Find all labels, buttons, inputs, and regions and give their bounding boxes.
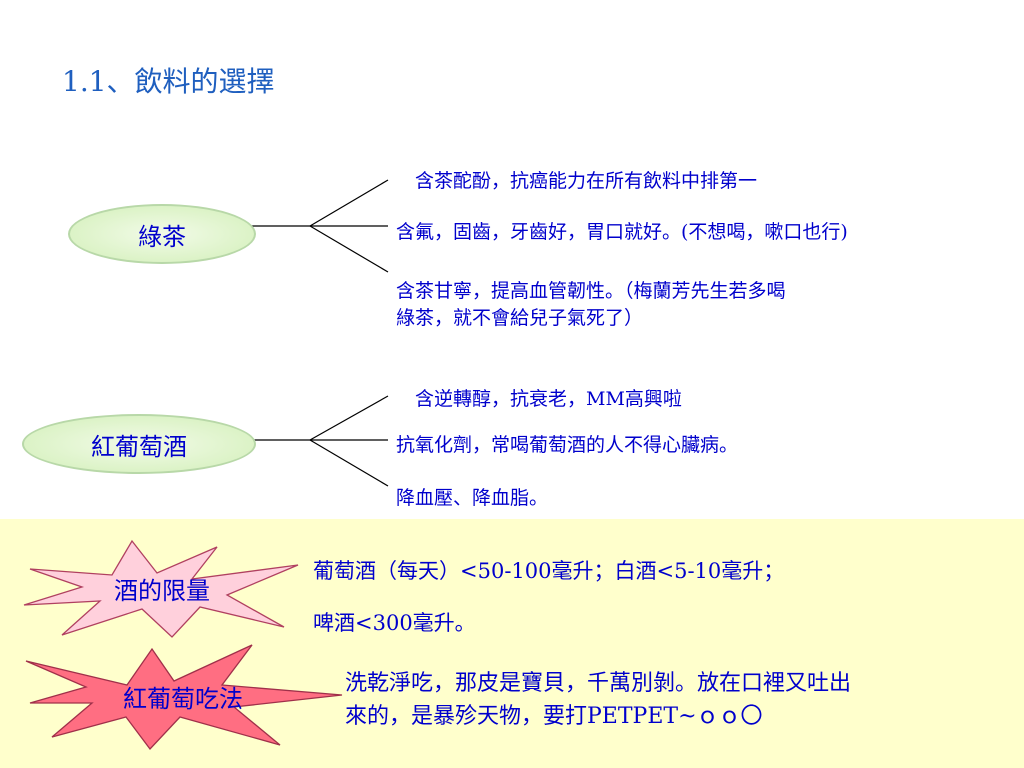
red-wine-oval: 紅葡萄酒	[22, 414, 256, 474]
green-tea-point-2: 含氟，固齒，牙齒好，胃口就好。(不想喝，嗽口也行)	[396, 221, 848, 243]
green-tea-point-1: 含茶酡酚，抗癌能力在所有飲料中排第一	[415, 170, 758, 192]
limit-label: 酒的限量	[114, 576, 210, 605]
limit-starburst-shape	[23, 539, 299, 638]
branch-lines	[250, 179, 389, 487]
grape-eat-starburst-shape	[25, 644, 343, 751]
grape-eat-line-1: 洗乾淨吃，那皮是寶貝，千萬別剝。放在口裡又吐出	[345, 671, 852, 696]
page-title: 1.1、飲料的選擇	[62, 65, 275, 98]
red-wine-point-2: 抗氧化劑，常喝葡萄酒的人不得心臟病。	[396, 434, 739, 456]
red-wine-point-3: 降血壓、降血脂。	[396, 487, 549, 509]
bottom-panel: 酒的限量 葡萄酒（每天）<50-100毫升；白酒<5-10毫升； 啤酒<300毫…	[0, 519, 1024, 768]
red-wine-label: 紅葡萄酒	[91, 432, 187, 461]
limit-line-1: 葡萄酒（每天）<50-100毫升；白酒<5-10毫升；	[313, 559, 785, 583]
limit-line-2: 啤酒<300毫升。	[313, 611, 476, 635]
grape-eat-line-2: 來的，是暴殄天物，要打PETPET~ｏｏ〇	[345, 704, 763, 729]
red-wine-point-1: 含逆轉醇，抗衰老，MM高興啦	[415, 388, 682, 410]
green-tea-oval: 綠茶	[68, 204, 256, 264]
green-tea-label: 綠茶	[138, 222, 186, 251]
green-tea-point-3a: 含茶甘寧，提高血管韌性。（梅蘭芳先生若多喝	[396, 280, 786, 302]
green-tea-point-3b: 綠茶，就不會給兒子氣死了）	[396, 307, 644, 329]
grape-eat-star: 紅葡萄吃法	[22, 641, 344, 751]
grape-eat-label: 紅葡萄吃法	[123, 684, 243, 713]
limit-star: 酒的限量	[22, 535, 302, 641]
